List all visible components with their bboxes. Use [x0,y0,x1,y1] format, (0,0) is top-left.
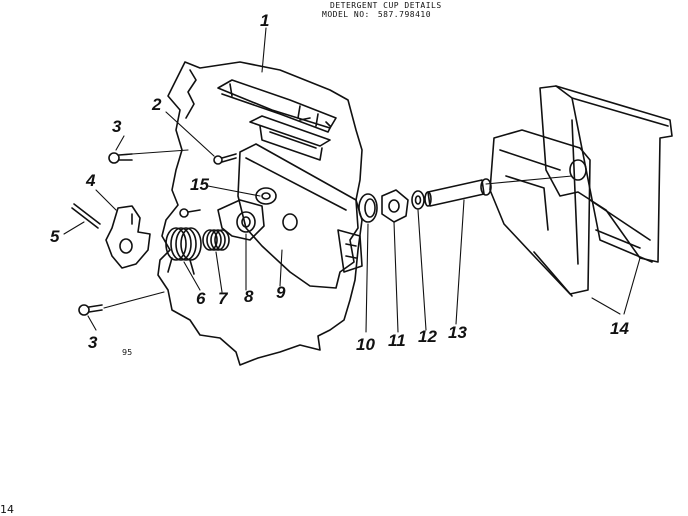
callout-4: 4 [85,171,96,190]
part-1-cup-housing [217,79,337,161]
part-11-nut [381,189,409,223]
callout-10: 10 [356,335,375,354]
callout-1: 1 [260,11,269,30]
callout-13: 13 [448,323,467,342]
part-3-screw-lower [78,304,103,316]
callout-3-upper: 3 [112,117,122,136]
part-13-shaft [424,178,492,207]
model-label: MODEL NO: [322,10,370,19]
callout-3-lower: 3 [88,333,98,352]
callout-12: 12 [418,327,437,346]
part-9-gasket-plate [237,143,363,289]
part-2-screw [213,153,237,165]
callout-14: 14 [610,319,629,338]
part-8-bracket [217,199,265,241]
part-7-small-spring [202,229,230,251]
callout-2: 2 [151,95,162,114]
callout-8: 8 [244,287,254,306]
part-5-pin [71,203,101,229]
callout-15: 15 [190,175,209,194]
door-panel [157,61,363,366]
part-6-large-spring [165,227,202,275]
model-number: 587.798410 [377,10,432,19]
page-number: 14 [0,503,14,516]
callout-9: 9 [276,283,286,302]
callout-7: 7 [218,289,229,308]
model-line: MODEL NO: 587.798410 [322,10,431,19]
part-15-disc [255,187,277,205]
part-3-screw-upper [108,152,133,164]
diagram-title: DETERGENT CUP DETAILS [330,1,442,10]
screw-near-15 [179,208,201,218]
part-12-washer [411,190,425,210]
part-10-ring [358,193,378,223]
callout-5: 5 [50,227,60,246]
part-14-cup-cover [489,85,673,297]
callout-11: 11 [388,331,406,350]
stamp-mark: 95 [122,348,133,357]
callout-6: 6 [196,289,206,308]
part-4-latch [105,205,151,269]
